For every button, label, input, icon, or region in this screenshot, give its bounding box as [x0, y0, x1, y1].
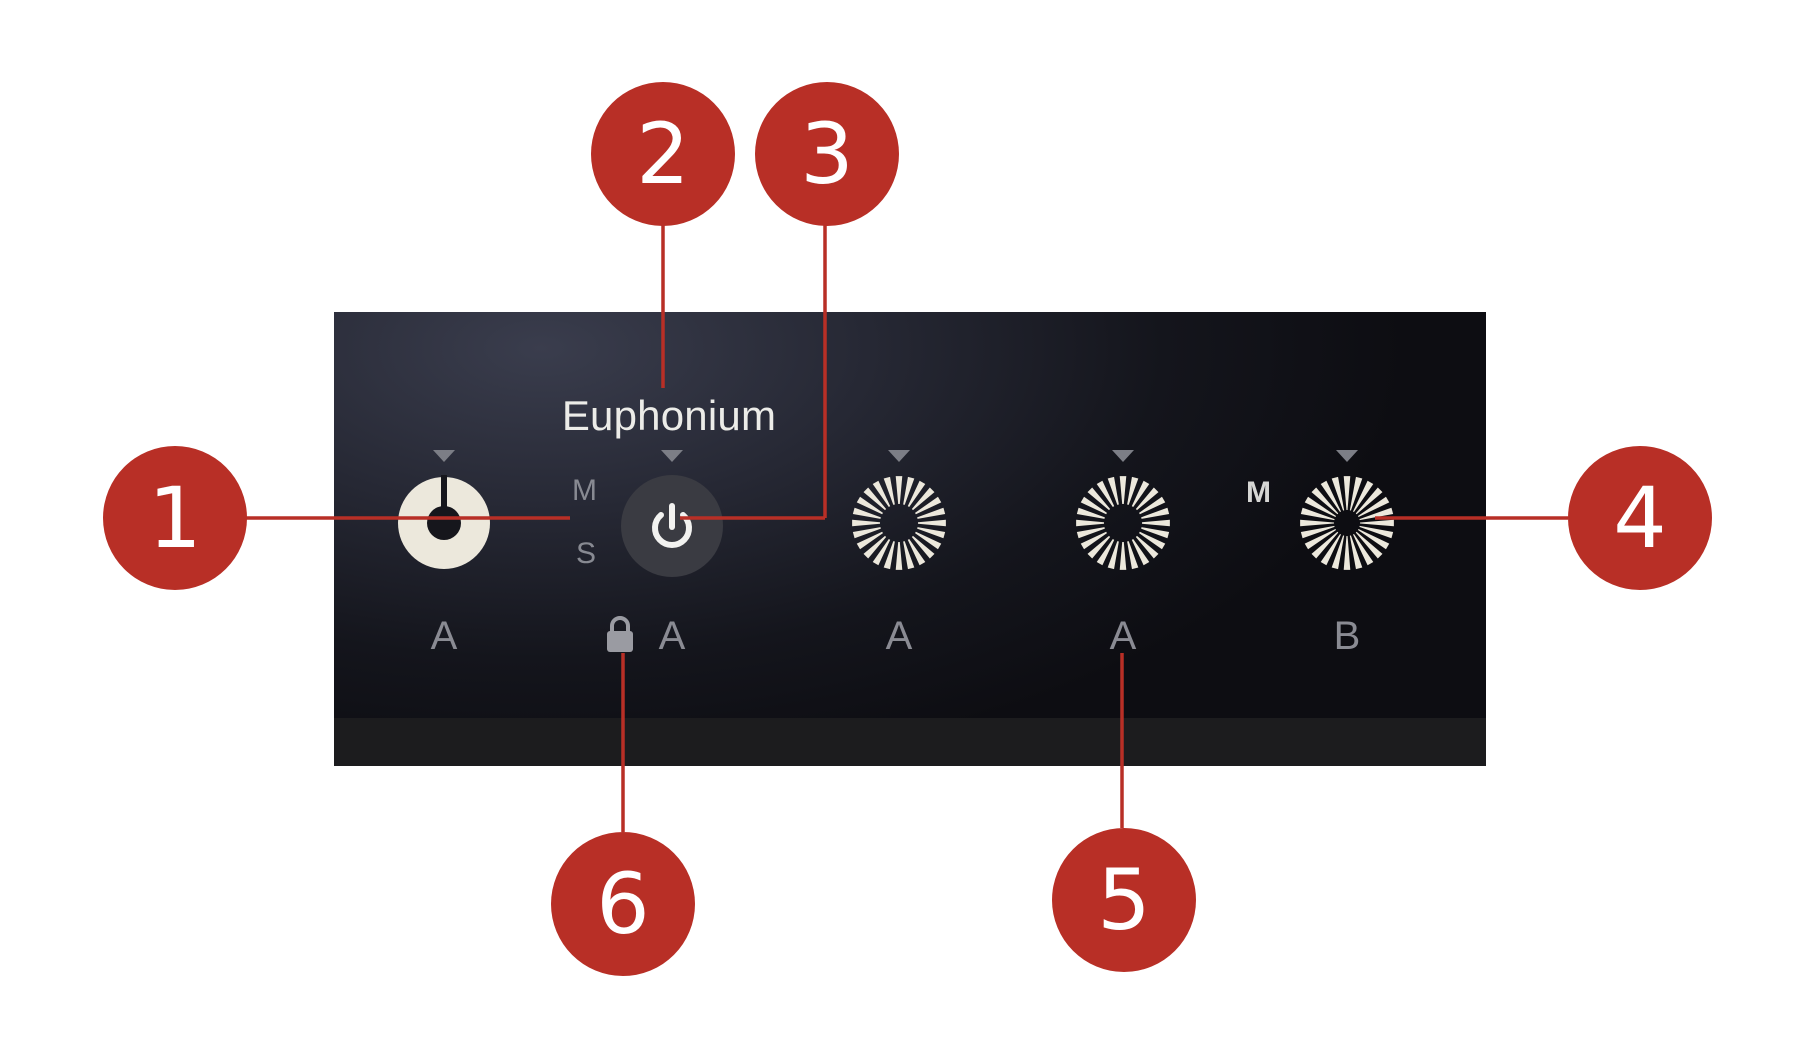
- mute-button[interactable]: M: [572, 474, 597, 507]
- slot-5: B: [1237, 312, 1457, 766]
- power-button[interactable]: [621, 475, 723, 577]
- slot-3-label: A: [885, 614, 913, 658]
- triangle-down-icon[interactable]: [433, 450, 455, 462]
- solo-button[interactable]: S: [576, 537, 597, 570]
- callout-5: 5: [1052, 828, 1196, 972]
- slot-4-spoke-dial[interactable]: [1075, 475, 1171, 571]
- callout-6: 6: [551, 832, 695, 976]
- panel-footer: [334, 718, 1486, 766]
- triangle-down-icon[interactable]: [888, 450, 910, 462]
- callout-2: 2: [591, 82, 735, 226]
- slot-3: A: [789, 312, 1009, 766]
- slot-5-mute-button[interactable]: M: [1246, 476, 1271, 509]
- triangle-down-icon[interactable]: [1112, 450, 1134, 462]
- slot-1-label: A: [430, 614, 458, 658]
- slot-4-label: A: [1109, 614, 1137, 658]
- instrument-name[interactable]: Euphonium: [561, 392, 777, 439]
- slot-3-spoke-dial[interactable]: [851, 475, 947, 571]
- plugin-panel: Euphonium A M S A A A M: [334, 312, 1486, 766]
- slot-2: A: [562, 312, 782, 766]
- callout-1: 1: [103, 446, 247, 590]
- slot-4: A: [1013, 312, 1233, 766]
- power-icon: [652, 503, 692, 548]
- triangle-down-icon[interactable]: [1336, 450, 1358, 462]
- callout-4: 4: [1568, 446, 1712, 590]
- triangle-down-icon[interactable]: [661, 450, 683, 462]
- callout-3: 3: [755, 82, 899, 226]
- slot-2-label: A: [658, 614, 686, 658]
- slot-1-dial[interactable]: [396, 475, 492, 571]
- slot-5-spoke-dial[interactable]: [1299, 475, 1395, 571]
- slot-1: A: [334, 312, 554, 766]
- lock-icon[interactable]: [604, 614, 636, 654]
- slot-5-label: B: [1333, 614, 1361, 658]
